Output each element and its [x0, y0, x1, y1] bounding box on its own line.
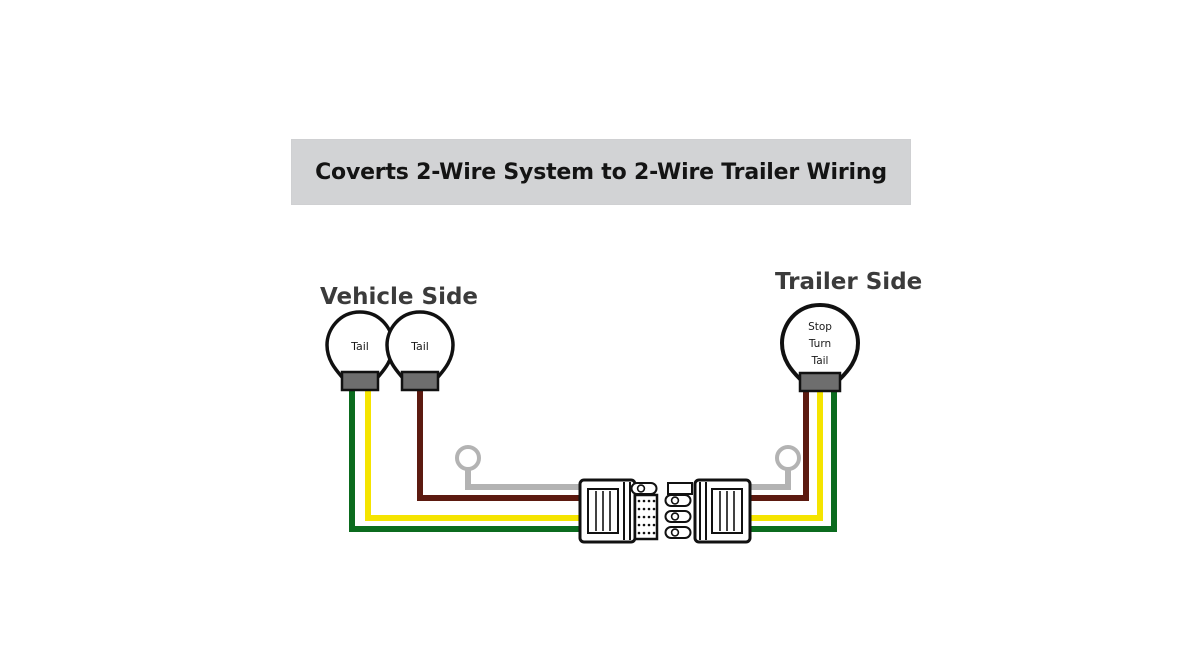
wire-ground-gray-vehicle — [465, 468, 586, 490]
wire-yellow-vehicle — [365, 386, 586, 521]
vehicle-ground-ring-terminal — [455, 445, 481, 471]
wire-green-vehicle — [349, 386, 586, 532]
vehicle-bulb-left-text: Tail — [350, 340, 369, 353]
wire-green-trailer — [724, 386, 837, 532]
vehicle-bulb-right-text: Tail — [410, 340, 429, 353]
wire-brown-vehicle — [417, 386, 586, 501]
trailer-bulb-line1: Stop — [808, 321, 832, 333]
trailer-bulb-line3: Tail — [811, 355, 829, 367]
trailer-bulb-line2: Turn — [808, 338, 831, 350]
vehicle-side-label: Vehicle Side — [320, 284, 479, 310]
trailer-ground-ring-terminal — [775, 445, 801, 471]
wire-bundle — [349, 386, 837, 532]
title-banner: Coverts 2-Wire System to 2-Wire Trailer … — [291, 139, 911, 205]
wire-yellow-trailer — [724, 386, 823, 521]
trailer-bulb: Stop Turn Tail — [780, 303, 860, 393]
page-title: Coverts 2-Wire System to 2-Wire Trailer … — [315, 159, 887, 185]
trailer-side-4-pin-connector — [664, 478, 752, 544]
trailer-side-label: Trailer Side — [775, 269, 923, 295]
vehicle-bulb-left: Tail — [325, 310, 395, 392]
vehicle-side-4-pin-connector — [578, 478, 659, 544]
vehicle-bulb-right: Tail — [385, 310, 455, 392]
